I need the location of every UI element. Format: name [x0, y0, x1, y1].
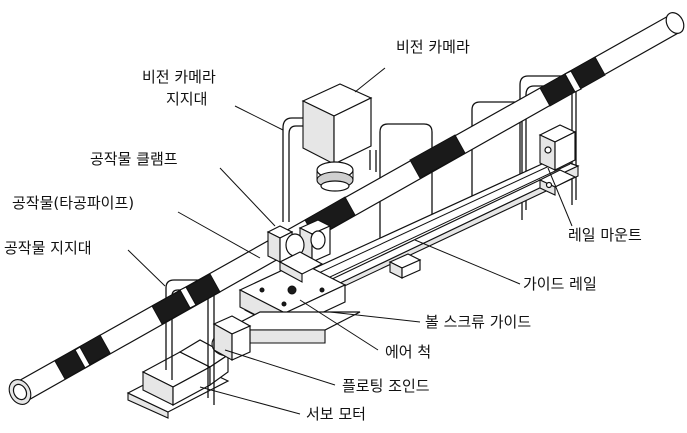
- servo-motor: [126, 315, 252, 419]
- label-camera-support-line1: 비전 카메라: [142, 68, 216, 86]
- label-vision-camera: 비전 카메라: [396, 38, 470, 56]
- label-camera-support-line2: 지지대: [166, 90, 208, 108]
- leader-lines: [127, 67, 573, 415]
- label-workpiece-support: 공작물 지지대: [4, 239, 92, 257]
- workpiece-clamp: [266, 219, 332, 283]
- label-ball-screw-guide: 볼 스크류 가이드: [425, 313, 532, 331]
- label-guide-rail: 가이드 레일: [523, 275, 597, 293]
- label-air-chuck: 에어 척: [385, 343, 432, 361]
- label-rail-mount: 레일 마운트: [568, 226, 642, 244]
- label-floating-joint: 플로팅 조인드: [342, 377, 430, 395]
- camera-support: [282, 117, 377, 222]
- ball-screw-guide: [388, 253, 422, 279]
- vision-camera: [301, 83, 373, 192]
- label-servo-motor: 서보 모터: [306, 405, 366, 423]
- label-workpiece-clamp: 공작물 클램프: [90, 150, 178, 168]
- label-workpiece: 공작물(타공파이프): [12, 194, 135, 212]
- rail-mount: [538, 124, 577, 196]
